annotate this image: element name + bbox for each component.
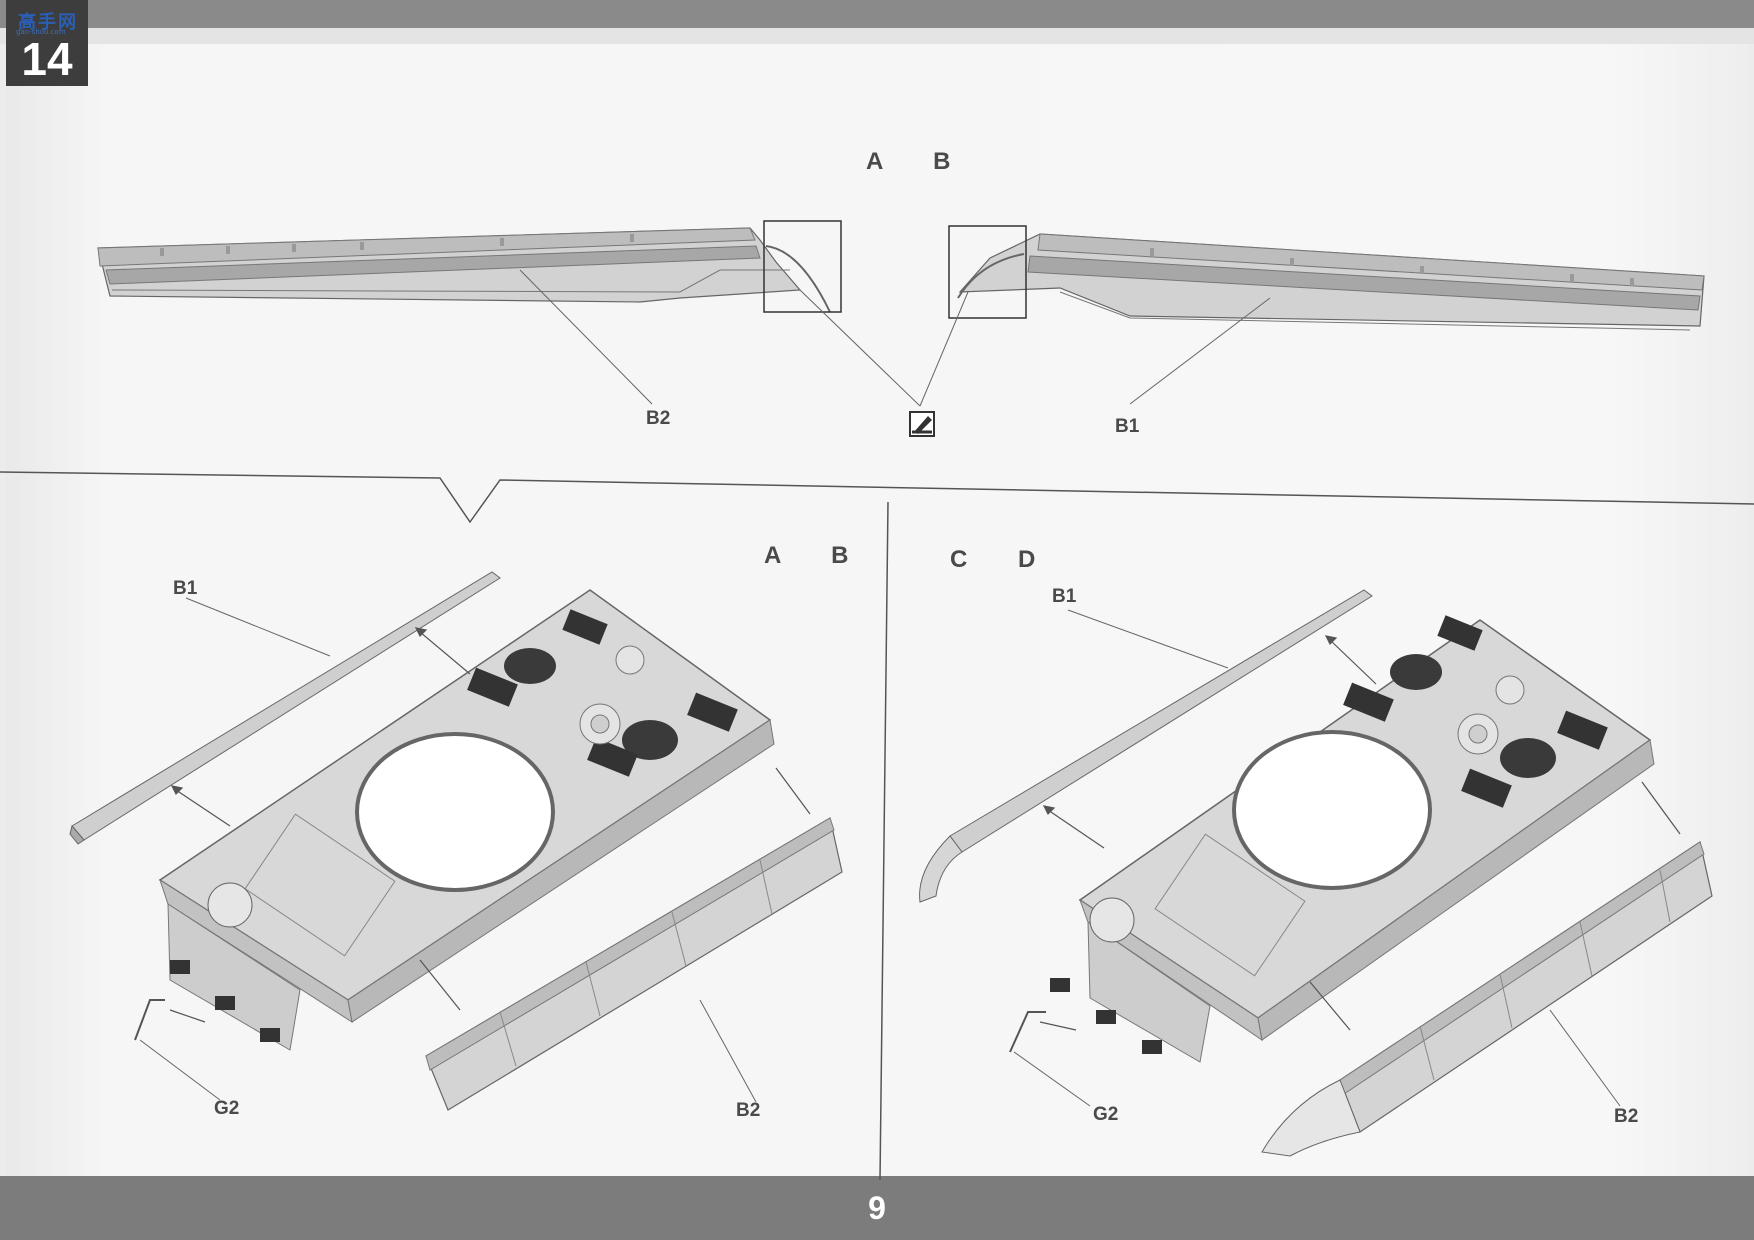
leaders-left [139, 597, 757, 1103]
arrows-right [1039, 635, 1681, 1031]
top-band-edge [0, 28, 1754, 44]
bottom-band [0, 1176, 1754, 1240]
step-number: 14 [21, 33, 73, 85]
arrows-left [169, 627, 811, 1023]
rail-b1-right [919, 589, 1373, 903]
logo-text: 高手网 [18, 12, 78, 33]
part-label-g2-right: G2 [1093, 1104, 1119, 1125]
variant-label-top: A B [866, 148, 973, 175]
part-label-b1-top: B1 [1115, 416, 1140, 437]
panel-dividers [0, 471, 1754, 1181]
leader-lines-top [519, 269, 1271, 407]
detail-box-left [763, 220, 842, 313]
part-label-b2-right: B2 [1614, 1106, 1639, 1127]
cut-tool-icon [909, 411, 935, 437]
rail-b1-left [69, 571, 501, 845]
part-label-b1-left: B1 [173, 578, 198, 599]
leaders-right [1013, 609, 1621, 1107]
part-label-g2-left: G2 [214, 1098, 240, 1119]
variant-label-right: C D [950, 546, 1058, 573]
part-label-b2-left: B2 [736, 1100, 761, 1121]
rail-b2-left [425, 817, 843, 1111]
detail-box-right [948, 225, 1027, 319]
hull-right [1009, 615, 1655, 1063]
step-box: 高手网 gao-shou.com 14 [6, 0, 88, 86]
rail-b2-right [1261, 841, 1713, 1157]
variant-label-left: A B [764, 542, 871, 569]
fender-b1-top [957, 233, 1705, 331]
site-logo: 高手网 gao-shou.com [14, 6, 78, 36]
fender-b2-top [97, 227, 831, 313]
part-label-b1-right: B1 [1052, 586, 1077, 607]
page-number: 9 [868, 1190, 886, 1226]
logo-subtext: gao-shou.com [16, 28, 66, 36]
part-label-b2-top: B2 [646, 408, 671, 429]
hull-left [134, 589, 775, 1051]
